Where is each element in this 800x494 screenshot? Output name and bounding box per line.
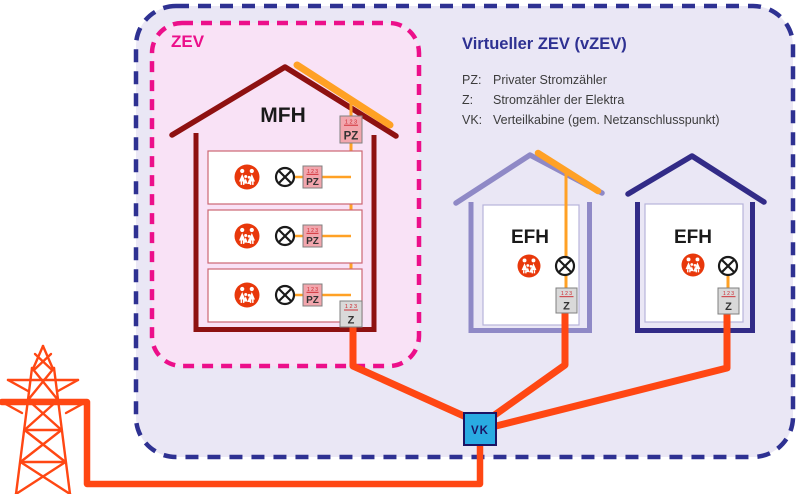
power-pylon-icon — [0, 344, 88, 494]
pz-meter-apartment-1: 1 2 3 PZ — [302, 165, 323, 189]
meter-digits: 1 2 3 — [307, 228, 318, 234]
vk-node: VK — [463, 412, 497, 446]
lamp-icon — [274, 166, 296, 188]
family-icon — [234, 164, 260, 190]
z-meter-mfh: 1 2 3 Z — [339, 300, 363, 328]
vk-label: VK — [471, 425, 489, 437]
pz-meter-apartment-3: 1 2 3 PZ — [302, 283, 323, 307]
efh-right-label: EFH — [674, 227, 712, 248]
meter-label: PZ — [306, 177, 319, 188]
meter-label: Z — [725, 301, 732, 313]
meter-label: PZ — [344, 131, 359, 143]
mfh-roof — [169, 64, 399, 139]
grid-wire-pylon-to-vk — [0, 398, 484, 488]
wire-efh-right-to-vk — [492, 304, 731, 430]
vzev-title: Virtueller ZEV (vZEV) — [462, 35, 627, 53]
vk-connection-wires — [349, 302, 731, 430]
solar-panel-icon — [293, 61, 394, 129]
legend-term-vk: VK: — [462, 113, 482, 127]
lamp-icons — [274, 166, 739, 306]
lamp-icon — [274, 284, 296, 306]
meter-digits: 1 2 3 — [723, 291, 734, 297]
z-meter-efh-right: 1 2 3 Z — [717, 287, 740, 315]
pz-meter-mfh-roof: 1 2 3 PZ — [339, 115, 363, 144]
wire-mfh-to-vk — [349, 314, 479, 425]
mfh-unit-wiring — [294, 175, 351, 297]
family-icon — [517, 254, 541, 278]
meter-label: PZ — [306, 236, 319, 247]
legend-desc-vk: Verteilkabine (gem. Netzanschlusspunkt) — [493, 113, 720, 127]
mfh-label: MFH — [260, 104, 306, 127]
meter-label: Z — [348, 315, 355, 327]
zev-zone-label: ZEV — [171, 32, 205, 51]
legend-desc-pz: Privater Stromzähler — [493, 73, 607, 87]
family-icon — [234, 282, 260, 308]
meter-digits: 1 2 3 — [345, 120, 357, 126]
meter-digits: 1 2 3 — [345, 304, 357, 310]
legend: PZ: Privater Stromzähler Z: Stromzähler … — [462, 73, 720, 127]
z-meter-efh-left: 1 2 3 Z — [555, 287, 578, 314]
efh-left-label: EFH — [511, 227, 549, 248]
legend-term-z: Z: — [462, 93, 473, 107]
wire-efh-left-to-vk — [485, 302, 569, 423]
meter-digits: 1 2 3 — [307, 287, 318, 293]
legend-desc-z: Stromzähler der Elektra — [493, 93, 624, 107]
family-icon — [234, 223, 260, 249]
lamp-icon — [274, 225, 296, 247]
legend-term-pz: PZ: — [462, 73, 481, 87]
pz-meter-apartment-2: 1 2 3 PZ — [302, 224, 323, 248]
efh-right-roof — [625, 153, 767, 205]
meter-label: PZ — [306, 295, 319, 306]
meter-digits: 1 2 3 — [307, 169, 318, 175]
family-icons — [234, 164, 705, 308]
meter-digits: 1 2 3 — [561, 291, 572, 297]
efh-left-walls — [468, 202, 592, 333]
mfh-walls — [193, 133, 377, 332]
lamp-icon — [717, 255, 739, 277]
lamp-icon — [554, 255, 576, 277]
family-icon — [681, 253, 705, 277]
solar-panel-icon — [534, 149, 602, 195]
efh-right-walls — [635, 202, 755, 333]
meter-label: Z — [563, 301, 570, 313]
